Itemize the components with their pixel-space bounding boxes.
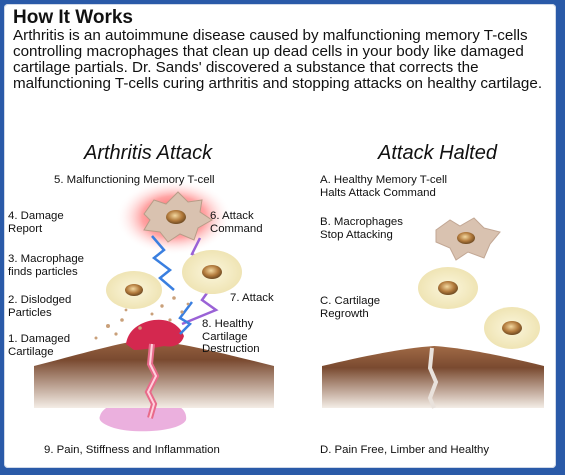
label-damage-report: 4. Damage Report: [8, 210, 64, 235]
label-malfunctioning-t-cell: 5. Malfunctioning Memory T-cell: [54, 174, 215, 186]
label-attack-command: 6. Attack Command: [210, 210, 263, 235]
label-pain-stiffness: 9. Pain, Stiffness and Inflammation: [44, 444, 220, 456]
right-panel-title: Attack Halted: [378, 142, 497, 164]
label-cartilage-regrowth: C. Cartilage Regrowth: [320, 295, 381, 320]
label-macrophages-stop: B. Macrophages Stop Attacking: [320, 216, 403, 241]
dislodged-particles: [94, 296, 190, 340]
label-damaged-cartilage: 1. Damaged Cartilage: [8, 333, 71, 358]
illustration: [34, 179, 544, 432]
label-dislodged-particles: 2. Dislodged Particles: [8, 294, 72, 319]
label-healthy-t-cell: A. Healthy Memory T-cell Halts Attack Co…: [320, 174, 448, 199]
inflammation-blob: [99, 401, 187, 432]
page-title: How It Works: [13, 7, 133, 28]
label-attack: 7. Attack: [230, 292, 274, 304]
label-cartilage-destruction: 8. Healthy Cartilage Destruction: [202, 318, 260, 355]
intro-paragraph: Arthritis is an autoimmune disease cause…: [13, 27, 543, 92]
how-it-works-panel: How It Works Arthritis is an autoimmune …: [4, 4, 556, 468]
damage-report-bolt: [151, 235, 175, 291]
damaged-cartilage: [126, 319, 184, 350]
label-pain-free: D. Pain Free, Limber and Healthy: [320, 444, 490, 456]
left-panel-title: Arthritis Attack: [84, 142, 213, 164]
healed-crack: [427, 347, 439, 409]
label-macrophage-finds: 3. Macrophage finds particles: [8, 253, 84, 278]
